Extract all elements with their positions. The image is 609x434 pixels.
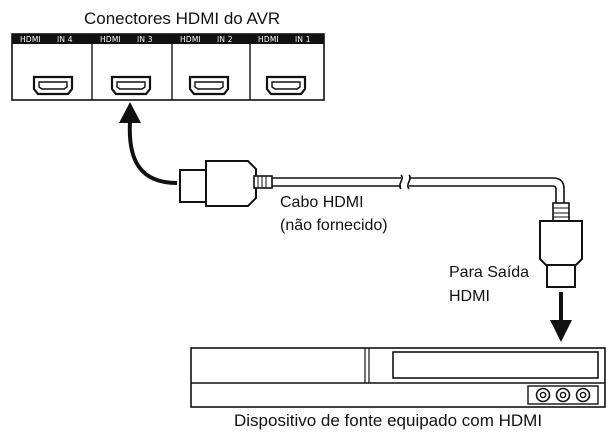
hdmi-logo: HDMI <box>258 35 279 44</box>
avr-connectors-title: Conectores HDMI do AVR <box>84 9 280 28</box>
port-label: IN 1 <box>295 35 311 44</box>
disc-tray <box>392 351 599 379</box>
hdmi-plug-avr-end <box>179 160 273 207</box>
hdmi-port-in4: HDMI IN 4 <box>20 35 74 96</box>
hdmi-plug-device-end <box>539 202 583 288</box>
hdmi-port-in3: HDMI IN 3 <box>100 35 153 96</box>
hdmi-logo: HDMI <box>180 35 201 44</box>
cable-label-line2: (não fornecido) <box>280 217 388 234</box>
hdmi-port-in1: HDMI IN 1 <box>258 35 311 96</box>
insert-arrow-icon <box>119 102 178 185</box>
hdmi-logo: HDMI <box>20 35 41 44</box>
device-caption: Dispositivo de fonte equipado com HDMI <box>234 411 542 430</box>
port-label: IN 3 <box>137 35 153 44</box>
output-label-line1: Para Saída <box>449 264 529 281</box>
hdmi-logo: HDMI <box>100 35 121 44</box>
av-jacks-icon <box>535 387 591 403</box>
source-device <box>190 347 606 408</box>
hdmi-socket-icon <box>32 75 74 96</box>
port-label: IN 4 <box>57 35 73 44</box>
hdmi-socket-icon <box>265 75 307 96</box>
cable-label-line1: Cabo HDMI <box>280 194 364 211</box>
hdmi-port-in2: HDMI IN 2 <box>180 35 233 96</box>
port-label: IN 2 <box>217 35 233 44</box>
output-label-line2: HDMI <box>449 288 490 305</box>
avr-hdmi-panel: HDMI IN 4 HDMI IN 3 HDMI IN 2 HDMI IN 1 <box>11 33 325 101</box>
hdmi-cable <box>179 160 583 288</box>
hdmi-socket-icon <box>110 75 152 96</box>
hdmi-socket-icon <box>188 75 230 96</box>
down-arrow-icon <box>550 292 572 342</box>
